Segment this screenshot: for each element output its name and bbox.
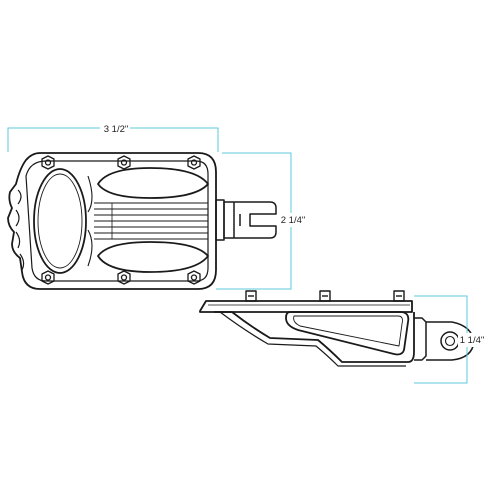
top-view-bolts <box>41 155 201 285</box>
dimension-label-width: 2 1/4" <box>281 215 306 226</box>
top-view-plate-outline <box>7 152 217 290</box>
bolt-icon <box>245 290 257 302</box>
bolt-icon <box>117 155 131 170</box>
top-view-grip-ribs <box>87 175 208 267</box>
clevis-pin <box>440 331 460 351</box>
side-view-top-rail <box>199 300 413 313</box>
bolt-icon <box>41 155 55 170</box>
side-view-body <box>214 311 415 363</box>
dimension-label-height: 1 1/4" <box>460 335 485 346</box>
top-view-edge-scallops <box>15 189 25 271</box>
dimension-label-length: 3 1/2" <box>104 124 129 135</box>
side-view-slot <box>285 311 410 356</box>
bolt-icon <box>187 270 201 285</box>
top-view-lower-pad <box>97 241 209 273</box>
bolt-icon <box>393 290 405 302</box>
top-view-upper-pad <box>97 167 209 199</box>
bolt-icon <box>319 290 331 302</box>
side-view-underside <box>219 311 406 367</box>
top-view-window-inner <box>37 173 83 269</box>
top-view-clevis <box>215 199 277 241</box>
dimension-lines <box>7 127 468 384</box>
top-view-inner-border <box>25 160 209 282</box>
side-view <box>199 290 475 367</box>
top-view-window <box>33 168 87 274</box>
top-view <box>7 152 277 290</box>
bolt-icon <box>187 155 201 170</box>
bolt-icon <box>117 270 131 285</box>
side-view-slot-inner <box>293 315 403 347</box>
bolt-icon <box>41 270 55 285</box>
side-view-bolts <box>245 290 405 302</box>
